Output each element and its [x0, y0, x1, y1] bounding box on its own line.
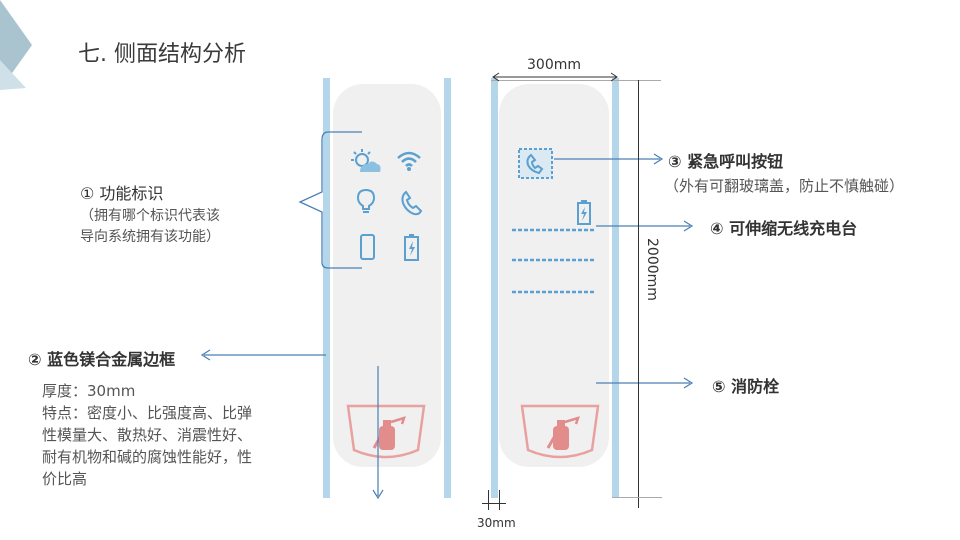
charger-label: ④ 可伸缩无线充电台 [710, 219, 858, 238]
frame-feature-4: 价比高 [42, 470, 88, 488]
width-dim-arrow [492, 72, 618, 82]
left-unit-rail-right [444, 78, 451, 498]
frame-dim-line [482, 503, 506, 504]
page-title: 七. 侧面结构分析 [78, 42, 246, 67]
frame-dim-tick-left [488, 490, 489, 510]
emergency-label: ③ 紧急呼叫按钮 [668, 152, 784, 171]
left-unit-panel [333, 84, 441, 467]
emergency-call-button-icon[interactable] [518, 148, 554, 180]
phone-icon [401, 190, 423, 216]
function-icons-desc-1: （拥有哪个标识代表该 [80, 208, 220, 224]
frame-arrow [200, 349, 326, 361]
left-unit-rail-left [323, 78, 330, 498]
right-unit-rail-right [612, 78, 619, 498]
frame-feature-3: 耐有机物和碱的腐蚀性能好，性 [42, 448, 253, 466]
frame-feature-1: 特点：密度小、比强度高、比弹 [42, 404, 253, 422]
height-dim-bottom [612, 497, 662, 498]
battery-icon [404, 234, 419, 261]
icon-group-bracket [298, 131, 362, 269]
emergency-desc: （外有可翻玻璃盖，防止不慎触碰） [664, 177, 905, 195]
emergency-arrow [554, 153, 664, 165]
left-unit-vertical-arrow [372, 366, 384, 500]
frame-thickness: 厚度：30mm [42, 382, 136, 400]
wireless-charger-battery-icon [577, 200, 591, 225]
height-dim-line [638, 80, 639, 508]
corner-decoration [0, 0, 32, 90]
charger-arrow [596, 220, 694, 232]
fire-extinguisher-icon [346, 404, 426, 459]
frame-dimension-label: 30mm [477, 516, 516, 530]
frame-feature-2: 性模量大、散热好、消震性好、 [42, 426, 253, 444]
hydrant-label: ⑤ 消防栓 [712, 377, 780, 396]
weather-icon [351, 149, 381, 172]
function-icons-desc-2: 导向系统拥有该功能） [80, 229, 220, 245]
lightbulb-icon [356, 188, 376, 213]
frame-label: ② 蓝色镁合金属边框 [28, 350, 176, 369]
wifi-icon [397, 151, 421, 171]
width-dim-line [491, 80, 661, 81]
width-dimension-label: 300mm [527, 57, 581, 73]
charger-dashed-lines [512, 228, 596, 294]
function-icons-label: ① 功能标识 [80, 184, 164, 203]
fire-hydrant-icon [520, 404, 600, 459]
right-unit-panel [499, 84, 609, 467]
hydrant-arrow [596, 377, 694, 389]
height-dimension-label: 2000mm [644, 238, 660, 301]
mobile-icon [360, 234, 375, 260]
frame-dim-tick-right [499, 490, 500, 510]
right-unit-rail-left [491, 78, 498, 498]
